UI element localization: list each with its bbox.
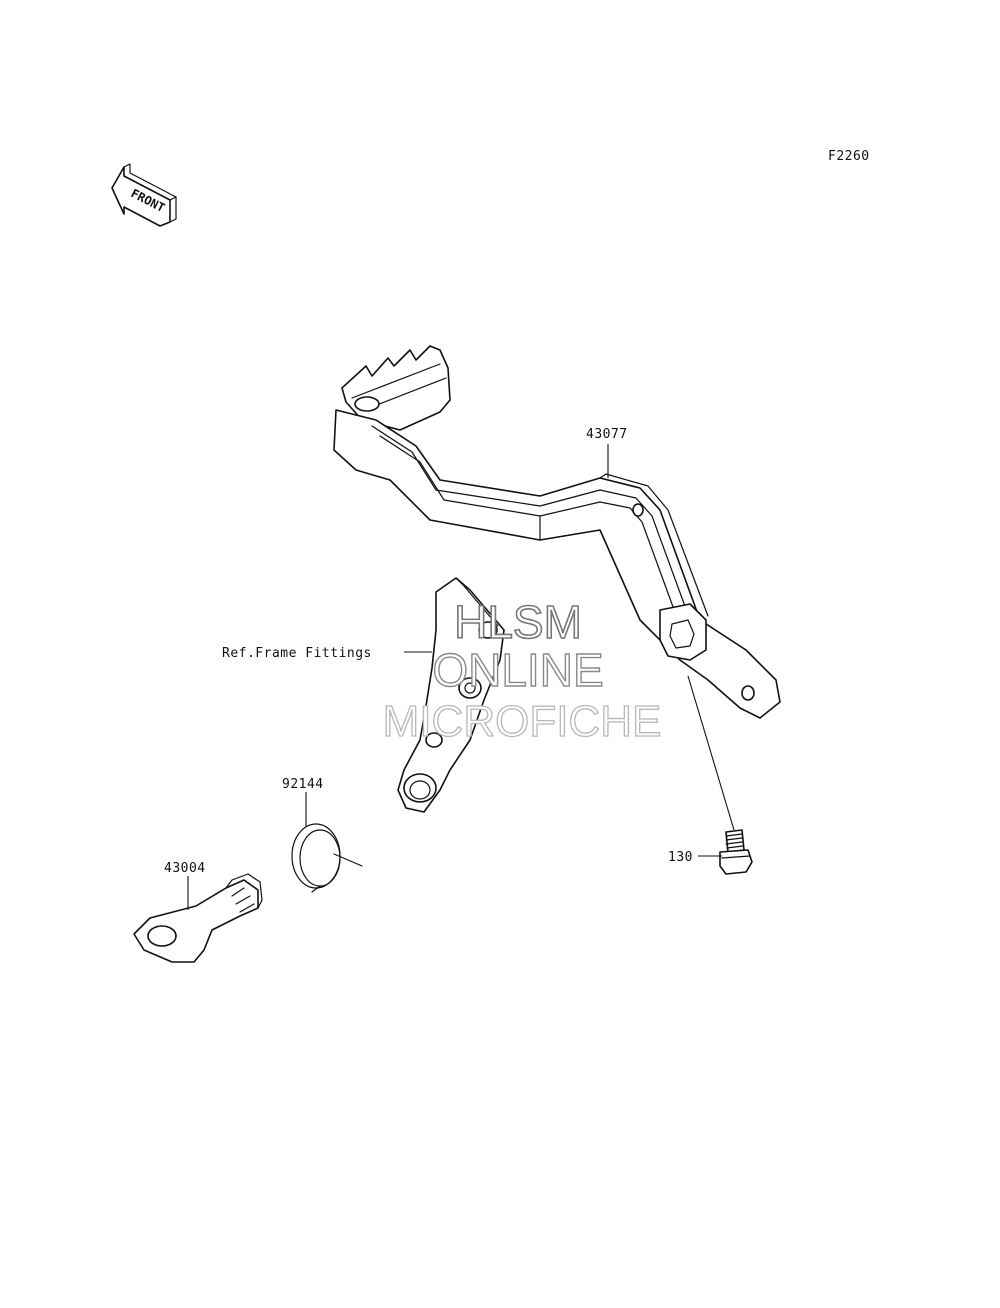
- watermark-line-2: ONLINE: [432, 644, 603, 696]
- figure-code: F2260: [828, 149, 870, 164]
- part-label-130[interactable]: 130: [668, 850, 693, 865]
- part-label-43077[interactable]: 43077: [586, 427, 628, 442]
- part-label-92144[interactable]: 92144: [282, 777, 324, 792]
- leader-lines: [187, 444, 735, 910]
- watermark: HLSM ONLINE MICROFICHE: [382, 595, 662, 746]
- part-label-43004[interactable]: 43004: [164, 861, 206, 876]
- bolt-drawing: [719, 829, 753, 875]
- shaft-drawing: [133, 873, 263, 963]
- brake-pedal-drawing: [333, 345, 781, 719]
- watermark-line-1: HLSM: [454, 596, 582, 648]
- spring-drawing: [291, 823, 363, 893]
- part-label-frame-fitting[interactable]: Ref.Frame Fittings: [222, 646, 372, 661]
- front-arrow-icon: FRONT: [111, 163, 177, 227]
- watermark-line-3: MICROFICHE: [383, 697, 662, 746]
- frame-fitting-drawing: [397, 577, 505, 813]
